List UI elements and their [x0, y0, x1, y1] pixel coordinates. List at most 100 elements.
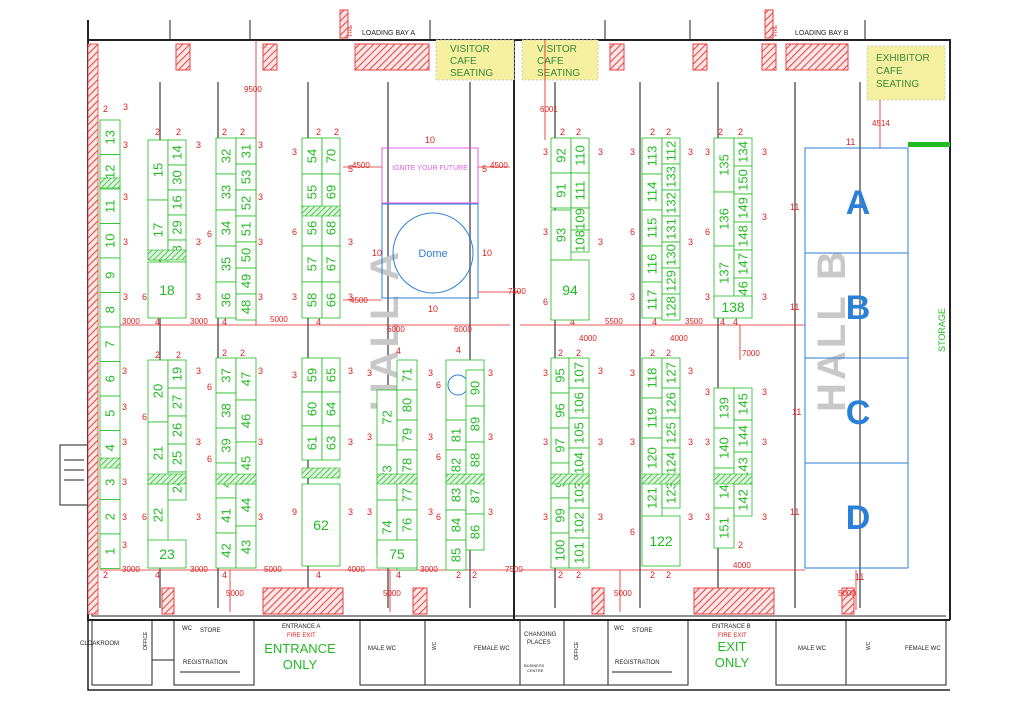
stand-label-3: 3 — [103, 479, 118, 486]
stand-label-148: 148 — [736, 225, 751, 247]
stand-label-122: 122 — [649, 533, 673, 549]
aisle-width: 3 — [348, 437, 353, 447]
stand-label-142: 142 — [736, 489, 751, 511]
dimension-label: 4500 — [352, 161, 370, 170]
stand-label-50: 50 — [239, 248, 254, 262]
fire-exit-b-label: FIRE EXIT — [718, 633, 747, 639]
hall-b-label: HALL B — [810, 248, 854, 412]
aisle-width: 3 — [196, 437, 201, 447]
entrance-only-l2: ONLY — [283, 657, 318, 672]
stand-label-102: 102 — [572, 512, 587, 534]
stand-label-74: 74 — [380, 520, 395, 534]
aisle-width: 4 — [396, 346, 401, 356]
stand-label-101: 101 — [572, 542, 587, 564]
wc-a-label: WC — [182, 626, 193, 632]
service-rooms — [91, 619, 947, 686]
aisle-width: 3 — [258, 437, 263, 447]
aisle-width: 3 — [705, 512, 710, 522]
stand-label-1: 1 — [103, 548, 118, 555]
ignite-label: IGNITE YOUR FUTURE — [392, 165, 468, 172]
exit-only-l2: ONLY — [715, 655, 750, 670]
stand-label-45: 45 — [239, 456, 254, 470]
aisle-width: 2 — [666, 570, 671, 580]
aisle-width: 6 — [142, 412, 147, 422]
changing-l2: PLACES — [527, 640, 551, 646]
stand-label-14: 14 — [170, 145, 185, 159]
aisle-width: 6 — [436, 380, 441, 390]
stand-label-110: 110 — [573, 145, 588, 166]
dimension-label: 9500 — [244, 85, 262, 94]
stand-label-53: 53 — [239, 170, 254, 184]
stand-label-71: 71 — [400, 368, 415, 382]
stand-label-111: 111 — [573, 181, 588, 201]
registration-a-label: REGISTRATION — [183, 660, 228, 666]
aisle-width: 3 — [598, 237, 603, 247]
aisle-width: 3 — [122, 540, 127, 550]
stand-62 — [301, 483, 341, 567]
aisle-width: 3 — [123, 237, 128, 247]
dome-label: Dome — [418, 248, 447, 260]
stand-label-135: 135 — [717, 154, 732, 176]
stand-label-33: 33 — [219, 185, 234, 199]
stand-label-10: 10 — [103, 234, 118, 248]
aisle-width: 3 — [705, 147, 710, 157]
stand-label-2: 2 — [103, 513, 118, 520]
aisle-width: 3 — [367, 507, 372, 517]
dome-area — [381, 203, 479, 299]
zone-label-b: B — [846, 289, 871, 327]
stand-label-66: 66 — [324, 293, 339, 307]
structural-columns — [159, 82, 861, 608]
dimension-label: 7000 — [742, 349, 760, 358]
aisle-width: 2 — [650, 348, 655, 358]
stand-label-145: 145 — [736, 393, 751, 415]
aisle-width: 6 — [292, 227, 297, 237]
stand-label-83: 83 — [449, 488, 464, 502]
stand-label-62: 62 — [313, 517, 329, 533]
visitor-cafe-2-l1: VISITOR — [537, 44, 577, 55]
dimension-label: 3000 — [122, 565, 140, 574]
stand-label-32: 32 — [219, 149, 234, 163]
stand-label-17: 17 — [151, 223, 166, 237]
stand-label-87: 87 — [468, 489, 483, 503]
dimension-label: 7500 — [505, 565, 523, 574]
aisle-width: 11 — [790, 507, 799, 517]
stand-label-21: 21 — [151, 446, 166, 460]
aisle-width: 3 — [543, 227, 548, 237]
storage-bar — [908, 142, 950, 147]
stand-label-29: 29 — [170, 220, 185, 234]
aisle-width: 6 — [207, 229, 212, 239]
aisle-width: 6 — [207, 454, 212, 464]
exit-only-l1: EXIT — [718, 639, 747, 654]
stand-label-149: 149 — [736, 197, 751, 219]
stand-label-18: 18 — [159, 282, 175, 298]
dimension-label: 6001 — [540, 105, 558, 114]
stand-66 — [321, 281, 341, 319]
stand-label-100: 100 — [553, 540, 568, 562]
stand-label-82: 82 — [449, 458, 464, 472]
stand-hatch — [301, 205, 341, 217]
aisle-width: 3 — [630, 147, 635, 157]
stand-label-86: 86 — [468, 525, 483, 539]
stand-23 — [147, 539, 187, 569]
aisle-width: 3 — [488, 432, 493, 442]
stand-label-104: 104 — [572, 452, 587, 474]
exhibitor-cafe-l1: EXHIBITOR — [876, 53, 930, 64]
wc-mid-label: WC — [432, 641, 438, 650]
female-wc-a-label: FEMALE WC — [474, 646, 510, 652]
aisle-width: 3 — [348, 366, 353, 376]
stand-label-143: 143 — [736, 457, 751, 479]
fire-exit-a-label: FIRE EXIT — [287, 633, 316, 639]
service-labels: CLOAKROOM WC STORE REGISTRATION OFFICE E… — [80, 624, 941, 673]
stand-122 — [641, 515, 681, 567]
stand-label-90: 90 — [468, 381, 483, 395]
aisle-width: 3 — [292, 292, 297, 302]
stand-label-151: 151 — [717, 517, 732, 539]
stand-hatch — [147, 473, 187, 485]
dimension-label: 4000 — [670, 334, 688, 343]
aisle-width: 3 — [543, 512, 548, 522]
stand-label-41: 41 — [219, 508, 234, 522]
stand-label-13: 13 — [103, 130, 118, 144]
stand-85 — [445, 539, 467, 571]
stand-label-67: 67 — [324, 257, 339, 271]
aisle-width: 3 — [543, 147, 548, 157]
